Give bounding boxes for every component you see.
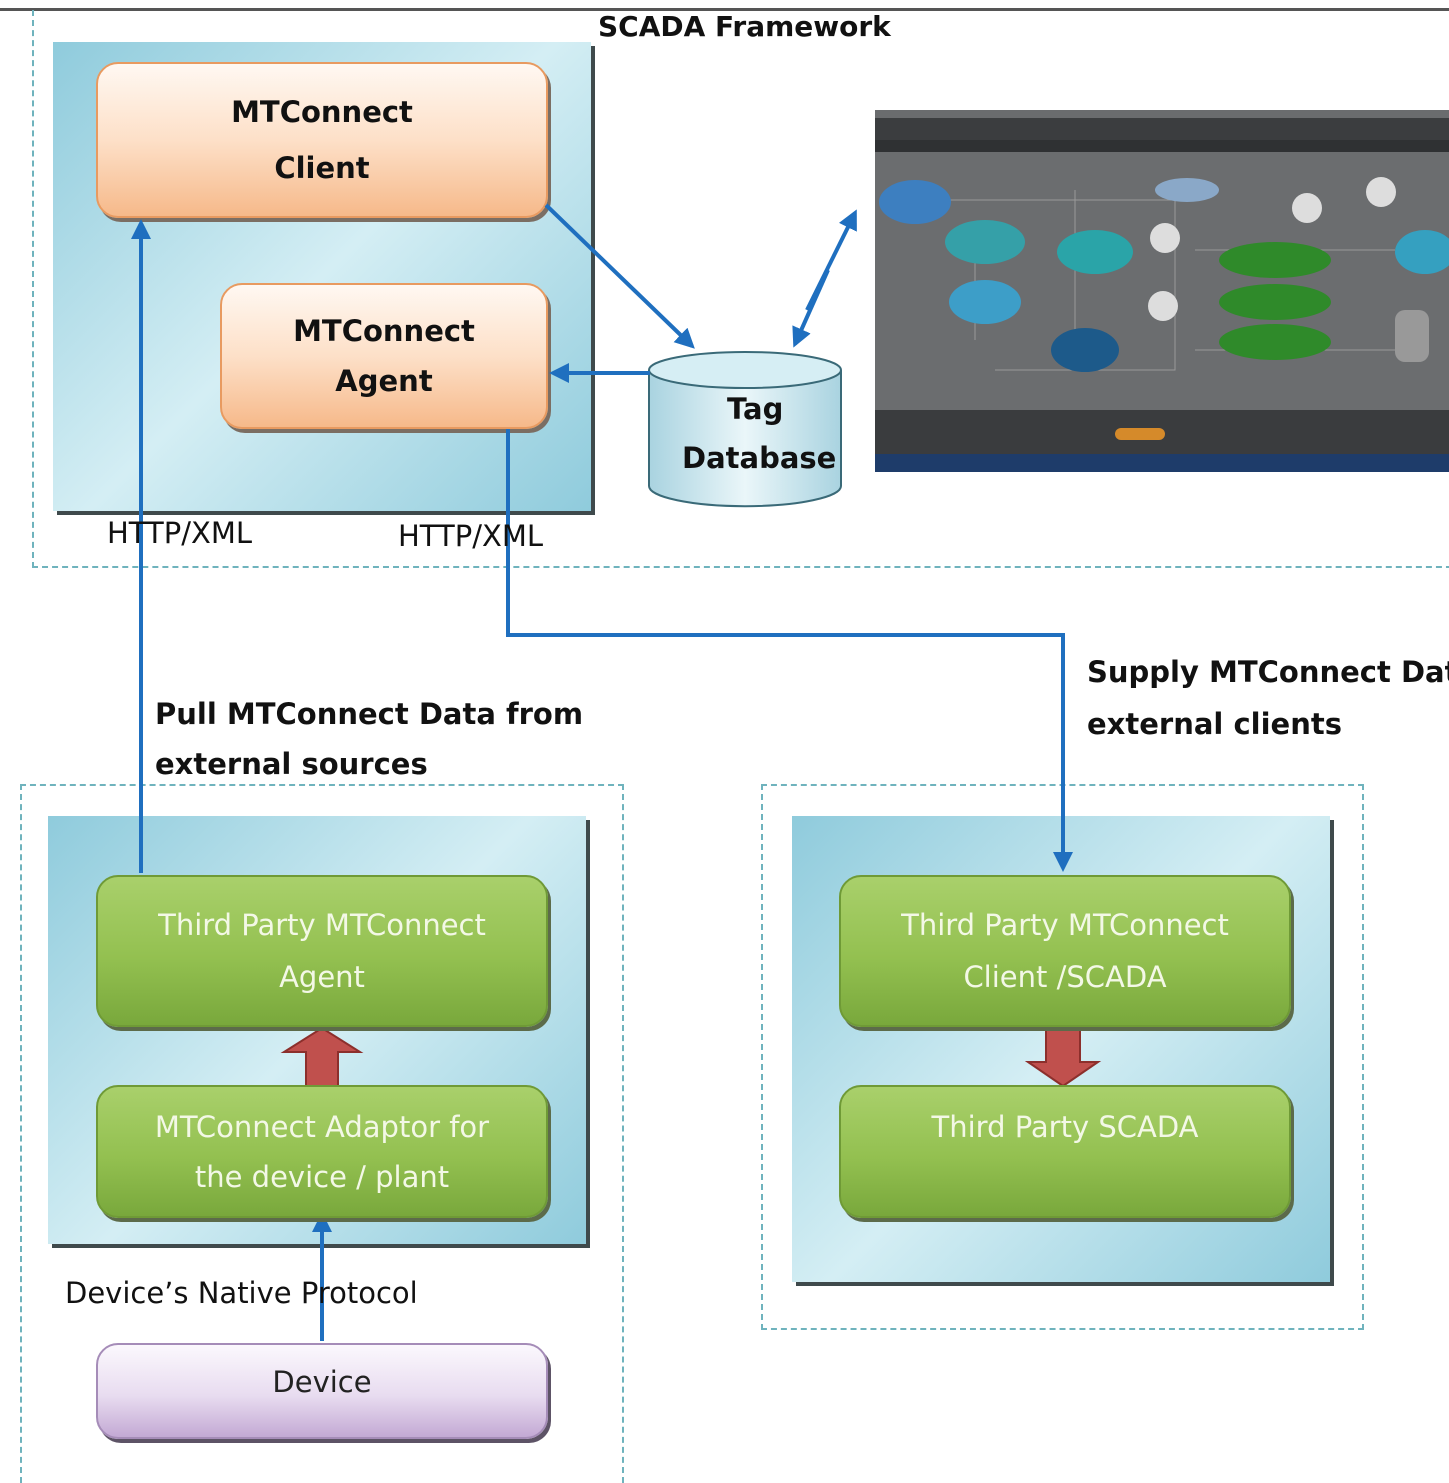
pull-label-line2: external sources bbox=[155, 747, 428, 781]
http-xml-left-label: HTTP/XML bbox=[107, 516, 253, 550]
third-party-agent-box: Third Party MTConnect Agent bbox=[96, 875, 548, 1027]
adaptor-line2: the device / plant bbox=[194, 1159, 450, 1194]
third-party-client-line1: Third Party MTConnect bbox=[901, 908, 1229, 942]
device-label: Device bbox=[272, 1365, 372, 1399]
scada-framework-region bbox=[32, 10, 1449, 568]
native-protocol-label: Device’s Native Protocol bbox=[65, 1276, 418, 1310]
mtconnect-agent-line1: MTConnect bbox=[293, 314, 475, 348]
third-party-client-line2: Client /SCADA bbox=[963, 960, 1167, 994]
pull-label-line1: Pull MTConnect Data from bbox=[155, 697, 584, 731]
client-to-database-arrow bbox=[544, 203, 695, 349]
adaptor-to-agent-block-arrow bbox=[280, 1026, 364, 1089]
mtconnect-agent-box: MTConnect Agent bbox=[220, 283, 548, 429]
adaptor-line1: MTConnect Adaptor for bbox=[154, 1109, 490, 1144]
device-box: Device bbox=[96, 1343, 548, 1439]
top-rule bbox=[0, 8, 1449, 11]
external-sources-region bbox=[20, 784, 624, 1483]
third-party-agent-line1: Third Party MTConnect bbox=[158, 908, 486, 942]
mtconnect-client-line2: Client bbox=[274, 151, 370, 185]
third-party-agent-line2: Agent bbox=[279, 960, 365, 994]
supply-arrow bbox=[506, 429, 1073, 872]
diagram-title: SCADA Framework bbox=[598, 10, 891, 43]
database-hmi-arrow-b bbox=[805, 209, 857, 311]
tag-database-label-2: Database bbox=[682, 441, 837, 475]
scada-hmi-screenshot-icon bbox=[875, 110, 1449, 472]
adaptor-box: MTConnect Adaptor for the device / plant bbox=[96, 1085, 548, 1218]
scada-hmi-screenshot bbox=[875, 110, 1449, 472]
third-party-client-box: Third Party MTConnect Client /SCADA bbox=[839, 875, 1291, 1027]
tag-database-cylinder bbox=[648, 351, 842, 508]
client-to-scada-block-arrow bbox=[1024, 1023, 1102, 1088]
supply-label-line2: external clients bbox=[1087, 707, 1342, 741]
supply-label-line1: Supply MTConnect Data bbox=[1087, 655, 1449, 689]
mtconnect-client-line1: MTConnect bbox=[231, 95, 413, 129]
third-party-scada-label: Third Party SCADA bbox=[931, 1110, 1199, 1144]
mtconnect-agent-line2: Agent bbox=[335, 364, 433, 398]
tag-database-label-1: Tag bbox=[727, 392, 784, 426]
mtconnect-client-box: MTConnect Client bbox=[96, 62, 548, 218]
third-party-scada-box: Third Party SCADA bbox=[839, 1085, 1291, 1218]
http-xml-right-label: HTTP/XML bbox=[398, 519, 544, 553]
